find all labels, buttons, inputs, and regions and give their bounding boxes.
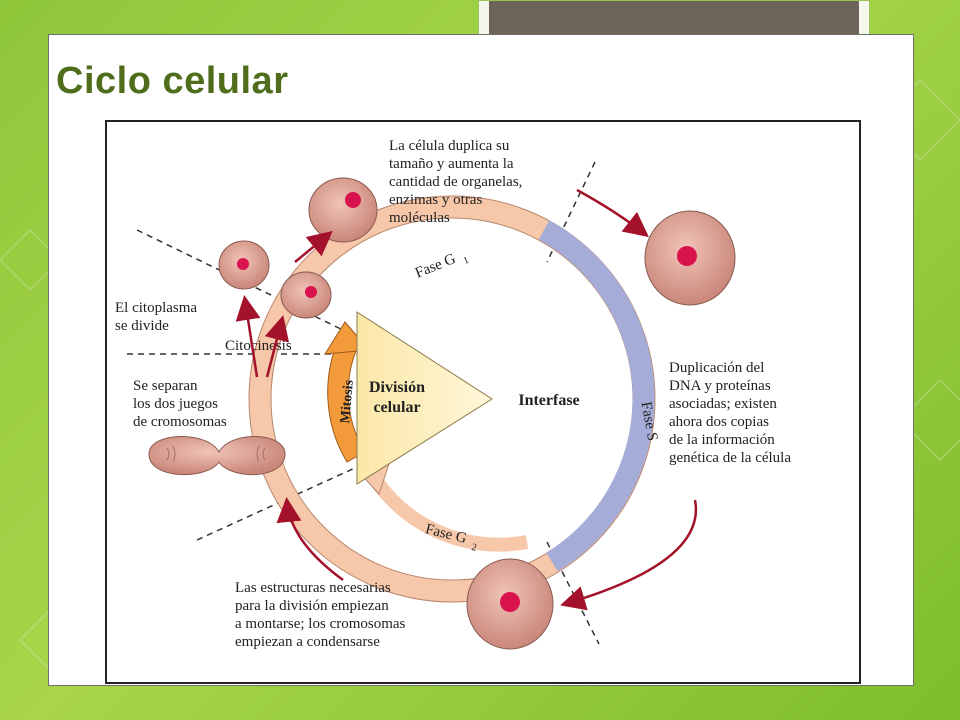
cell-right-top: [644, 210, 736, 306]
cell-cycle-diagram: División celular Interfase Fase G 1 Fase…: [115, 138, 791, 650]
svg-text:se divide: se divide: [115, 318, 169, 334]
svg-text:ahora dos copias: ahora dos copias: [669, 414, 769, 430]
slide-title: Ciclo celular: [56, 60, 289, 102]
phase-g2-label: Fase G: [424, 521, 469, 547]
svg-text:Las estructuras necesarias: Las estructuras necesarias: [235, 580, 391, 596]
svg-text:tamaño y aumenta la: tamaño y aumenta la: [389, 156, 514, 172]
svg-text:a montarse; los cromosomas: a montarse; los cromosomas: [235, 616, 406, 632]
cell-left-upper: [218, 240, 270, 290]
svg-text:de la información: de la información: [669, 432, 775, 448]
interfase-label: Interfase: [518, 392, 579, 409]
svg-text:moléculas: moléculas: [389, 210, 450, 226]
svg-text:El citoplasma: El citoplasma: [115, 300, 197, 316]
note-bottom: Las estructuras necesarias para la divis…: [235, 580, 406, 650]
svg-text:Duplicación del: Duplicación del: [669, 360, 764, 376]
phase-g2-sub: 2: [470, 542, 478, 554]
cell-left-lower: [280, 271, 332, 319]
cell-dividing: [148, 436, 286, 476]
phase-g1-sub: 1: [462, 255, 471, 267]
arrow-to-left-cells-2: [264, 315, 289, 378]
phase-s-label: Fase S: [638, 400, 661, 442]
svg-text:DNA y proteínas: DNA y proteínas: [669, 378, 771, 394]
dashed-line-top-left: [136, 229, 348, 333]
division-label-line1: División: [369, 379, 425, 396]
cell-top: [308, 177, 378, 243]
svg-text:enzimas y otras: enzimas y otras: [389, 192, 482, 208]
svg-text:asociadas; existen: asociadas; existen: [669, 396, 777, 412]
note-left-top: El citoplasma se divide: [115, 300, 197, 334]
note-right: Duplicación del DNA y proteínas asociada…: [669, 360, 791, 466]
cycle-ring-s-phase: [538, 220, 655, 572]
arrow-to-top-cell: [294, 230, 333, 263]
mitosis-segment: [327, 331, 366, 463]
division-triangle: [356, 311, 493, 485]
svg-text:los dos juegos: los dos juegos: [133, 396, 218, 412]
division-label-line2: celular: [373, 399, 420, 416]
dashed-line-bottom-left: [196, 466, 358, 541]
svg-text:de cromosomas: de cromosomas: [133, 414, 227, 430]
svg-text:cantidad de organelas,: cantidad de organelas,: [389, 174, 522, 190]
svg-text:La célula duplica su: La célula duplica su: [389, 138, 510, 154]
svg-text:para la división empiezan: para la división empiezan: [235, 598, 389, 614]
note-left-mid: Se separan los dos juegos de cromosomas: [133, 378, 227, 430]
arrow-bottom-right: [560, 499, 698, 611]
mitosis-label: Mitosis: [338, 379, 357, 424]
phase-g1-label: Fase G: [413, 251, 458, 282]
citocinesis-label: Citocinesis: [225, 338, 292, 354]
svg-text:Se separan: Se separan: [133, 378, 198, 394]
svg-text:empiezan a condensarse: empiezan a condensarse: [235, 634, 380, 650]
arrow-top-right: [576, 188, 649, 238]
note-top: La célula duplica su tamaño y aumenta la…: [389, 138, 522, 226]
cell-bottom: [466, 558, 554, 650]
svg-text:genética de la célula: genética de la célula: [669, 450, 791, 466]
arrow-bottom-left: [276, 497, 344, 582]
arrow-to-left-cells-1: [235, 295, 261, 378]
g2-inner-arrow: [371, 477, 529, 552]
cell-cycle-figure: División celular Interfase Fase G 1 Fase…: [105, 120, 861, 684]
